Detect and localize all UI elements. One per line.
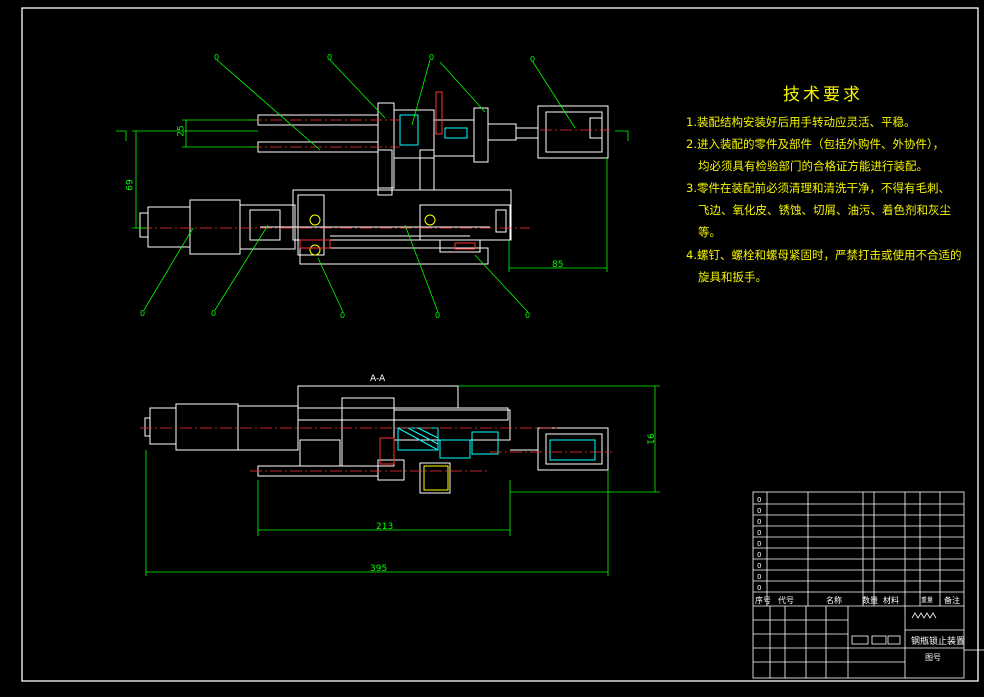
dimension-69: 69 [125,179,136,191]
svg-text:0: 0 [757,551,761,559]
col-weight: 重量 [921,597,934,604]
top-centerlines [140,119,610,229]
svg-text:0: 0 [140,309,145,318]
requirement-line-4: 3.零件在装配前必须清理和清洗干净，不得有毛刺、 [686,181,950,195]
section-centerlines [140,427,612,472]
requirement-line-6: 等。 [698,225,721,239]
dimension-85: 85 [552,260,564,270]
sheet-label: 图号 [925,653,941,662]
requirement-line-8: 旋具和扳手。 [698,270,767,284]
surface-finish-symbol [911,612,937,619]
svg-text:0: 0 [757,584,761,592]
requirement-line-7: 4.螺钉、螺栓和螺母紧固时，严禁打击或使用不合适的 [686,248,962,262]
svg-text:0: 0 [757,573,761,581]
section-dimensions [145,385,660,576]
svg-text:0: 0 [757,562,761,570]
section-hatch [379,427,596,491]
svg-text:0: 0 [757,540,761,548]
section-view [144,385,609,494]
svg-text:0: 0 [530,55,535,64]
col-seq: 序号 [755,596,771,605]
title-block-lines [752,491,984,679]
top-view [139,102,609,265]
col-material: 材料 [883,596,899,605]
dimension-395: 395 [370,564,388,574]
dimension-213: 213 [376,522,394,532]
svg-text:0: 0 [757,496,761,504]
svg-text:0: 0 [429,53,434,62]
top-leader-balloons: 0 0 0 0 0 0 0 0 0 [140,53,535,320]
title-block-row-marks: 0 0 0 0 0 0 0 0 0 [757,496,761,592]
requirement-line-1: 1.装配结构安装好后用手转动应灵活、平稳。 [686,115,916,129]
top-dimensions [116,119,629,272]
svg-text:0: 0 [214,53,219,62]
svg-text:0: 0 [435,311,440,320]
svg-text:0: 0 [525,311,530,320]
requirement-line-5: 飞边、氧化皮、锈蚀、切屑、油污、着色剂和灰尘 [698,203,951,217]
requirement-line-2: 2.进入装配的零件及部件（包括外购件、外协件）， [686,137,945,151]
col-note: 备注 [944,596,960,605]
svg-text:0: 0 [340,311,345,320]
top-leaders [143,59,576,313]
svg-text:0: 0 [211,309,216,318]
col-qty: 数量 [862,596,878,605]
requirement-line-3: 均必须具有检验部门的合格证方能进行装配。 [698,159,928,173]
svg-text:0: 0 [757,518,761,526]
col-code: 代号 [778,596,794,605]
top-view-accents [299,91,476,256]
drawing-title: 钢瓶锁止装置 [911,637,966,647]
dimension-91: 91 [644,433,655,445]
dimension-25: 25 [176,125,187,137]
section-label: A-A [370,374,386,384]
col-name: 名称 [826,596,842,605]
technical-requirements-title: 技术要求 [783,85,863,105]
svg-text:0: 0 [327,53,332,62]
outer-frame [21,7,979,682]
svg-text:0: 0 [757,529,761,537]
svg-text:0: 0 [757,507,761,515]
